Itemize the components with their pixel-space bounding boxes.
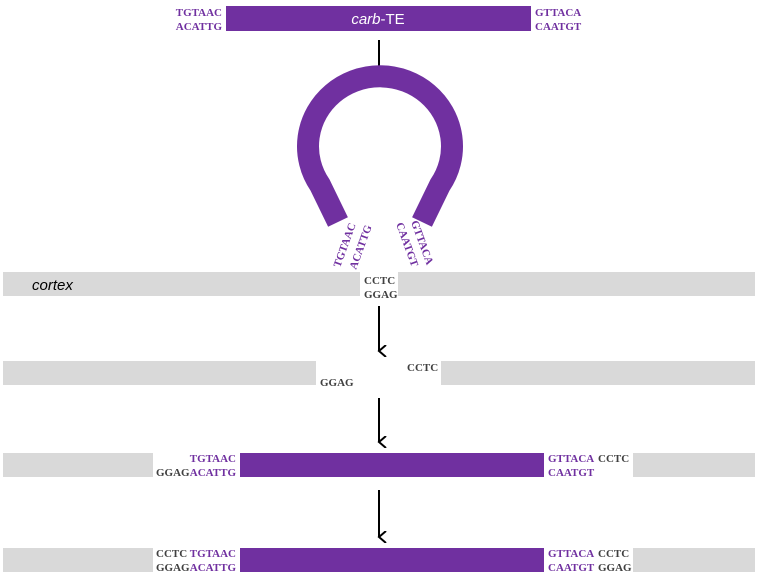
insert-right-top: GTTACA (548, 453, 594, 465)
cortex-gene: cortex CCTC GGAG (3, 272, 755, 301)
insert-right-flank: CCTC (598, 453, 629, 465)
cortex-right (398, 272, 755, 296)
repair-right-bottom: CAATGT (548, 562, 595, 574)
right-end-top: GTTACA (535, 7, 581, 19)
repair-left-top: TGTAAC (190, 548, 236, 560)
repair-left-gray (3, 548, 153, 572)
cut-left (3, 361, 316, 385)
cut-right (441, 361, 755, 385)
repair-right-flank-bottom: GGAG (598, 562, 632, 574)
transposon-loop (297, 65, 463, 227)
repair-left-bottom: ACATTG (190, 562, 237, 574)
transposon-label: carb-TE (351, 11, 404, 28)
cut-gene: GGAG CCTC (3, 361, 755, 389)
target-top: CCTC (364, 275, 395, 287)
repaired-gene: CCTC GGAG TGTAAC ACATTG GTTACA CAATGT CC… (3, 548, 755, 574)
insert-left-flank: GGAG (156, 467, 190, 479)
insert-left-top: TGTAAC (190, 453, 236, 465)
insert-left-bottom: ACATTG (190, 467, 237, 479)
left-end-bottom: ACATTG (176, 21, 223, 33)
transposon-looped: TGTAAC ACATTG CAATGT GTTACA (297, 65, 463, 271)
repair-left-flank-top: CCTC (156, 548, 187, 560)
right-overhang: CCTC (407, 362, 438, 374)
repair-right-flank-top: CCTC (598, 548, 629, 560)
left-overhang: GGAG (320, 377, 354, 389)
gene-label: cortex (32, 277, 73, 294)
insert-right-gray (633, 453, 755, 477)
insert-transposon (240, 453, 544, 477)
transposon-bar (226, 6, 531, 31)
repair-left-flank-bottom: GGAG (156, 562, 190, 574)
insert-left-gray (3, 453, 153, 477)
inserted-gene: TGTAAC ACATTG GGAG GTTACA CAATGT CCTC (3, 453, 755, 479)
repair-right-gray (633, 548, 755, 572)
right-end-bottom: CAATGT (535, 21, 582, 33)
repair-transposon (240, 548, 544, 572)
insert-right-bottom: CAATGT (548, 467, 595, 479)
repair-right-top: GTTACA (548, 548, 594, 560)
target-bottom: GGAG (364, 289, 398, 301)
cortex-left (3, 272, 360, 296)
left-end-top: TGTAAC (176, 7, 222, 19)
transposon-linear: carb-TE TGTAAC ACATTG GTTACA CAATGT (176, 6, 582, 33)
